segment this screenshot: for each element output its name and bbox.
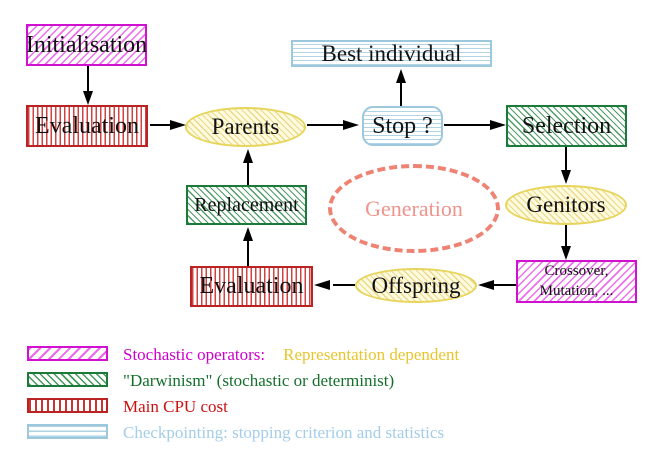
node-replacement-label: Replacement — [194, 193, 299, 216]
node-stop-label: Stop ? — [372, 112, 433, 139]
node-generation: Generation — [328, 164, 500, 253]
arrow-head-down — [83, 91, 93, 105]
node-initialisation-label: Initialisation — [25, 31, 148, 58]
arrow-line — [307, 124, 344, 126]
node-selection-label: Selection — [521, 112, 612, 139]
node-evaluation-top: Evaluation — [26, 105, 148, 147]
legend-label-cpu-cost: Main CPU cost — [123, 397, 228, 416]
node-initialisation: Initialisation — [26, 24, 147, 66]
legend-label-darwinism: "Darwinism" (stochastic or determinist) — [123, 371, 395, 390]
arrow-line — [444, 124, 491, 126]
node-crossover-line1: Crossover, — [544, 263, 609, 279]
legend-text-representation: Representation dependent — [283, 345, 460, 364]
node-best-individual: Best individual — [291, 40, 492, 67]
node-offspring: Offspring — [355, 268, 477, 303]
node-genitors-label: Genitors — [526, 192, 606, 217]
arrow-line — [565, 147, 567, 171]
arrow-head-up — [243, 227, 253, 241]
arrow-line — [247, 241, 249, 266]
arrow-head-up — [396, 69, 406, 83]
arrow-line — [400, 83, 402, 106]
node-evaluation-top-label: Evaluation — [35, 112, 139, 139]
legend-swatch-darwinism — [27, 372, 108, 387]
node-evaluation-bottom-label: Evaluation — [199, 273, 304, 299]
arrow-line — [150, 124, 171, 126]
node-selection: Selection — [506, 105, 627, 147]
legend-text-stochastic: Stochastic operators: — [123, 345, 266, 364]
arrow-head-right — [170, 120, 186, 130]
arrow-head-left — [314, 280, 330, 290]
legend-swatch-checkpointing — [27, 424, 108, 439]
arrow-head-left — [478, 280, 494, 290]
legend-label-checkpointing: Checkpointing: stopping criterion and st… — [123, 423, 445, 442]
arrow-head-down — [561, 246, 571, 260]
node-stop: Stop ? — [362, 106, 443, 146]
node-offspring-label: Offspring — [371, 272, 461, 298]
arrow-head-right — [490, 120, 506, 130]
arrow-head-down — [561, 170, 571, 184]
arrow-head-right — [343, 120, 359, 130]
node-crossover-line2: Mutation, ... — [539, 282, 614, 299]
arrow-line — [493, 284, 516, 286]
node-best-individual-label: Best individual — [321, 40, 462, 66]
arrow-head-up — [243, 149, 253, 163]
legend-label-stochastic-operators: Stochastic operators: Representation depe… — [123, 345, 459, 365]
node-parents: Parents — [185, 107, 306, 147]
node-crossover-mutation: Crossover, Mutation, ... — [516, 260, 637, 303]
legend-swatch-stochastic-operators — [27, 346, 108, 361]
node-parents-label: Parents — [211, 114, 280, 139]
arrow-line — [565, 225, 567, 247]
arrow-line — [87, 66, 89, 92]
node-genitors: Genitors — [505, 185, 627, 225]
node-evaluation-bottom: Evaluation — [190, 266, 313, 307]
legend-swatch-cpu-cost — [27, 398, 108, 413]
node-generation-label: Generation — [365, 195, 463, 221]
node-replacement: Replacement — [186, 185, 307, 225]
arrow-line — [333, 284, 355, 286]
arrow-line — [247, 163, 249, 185]
